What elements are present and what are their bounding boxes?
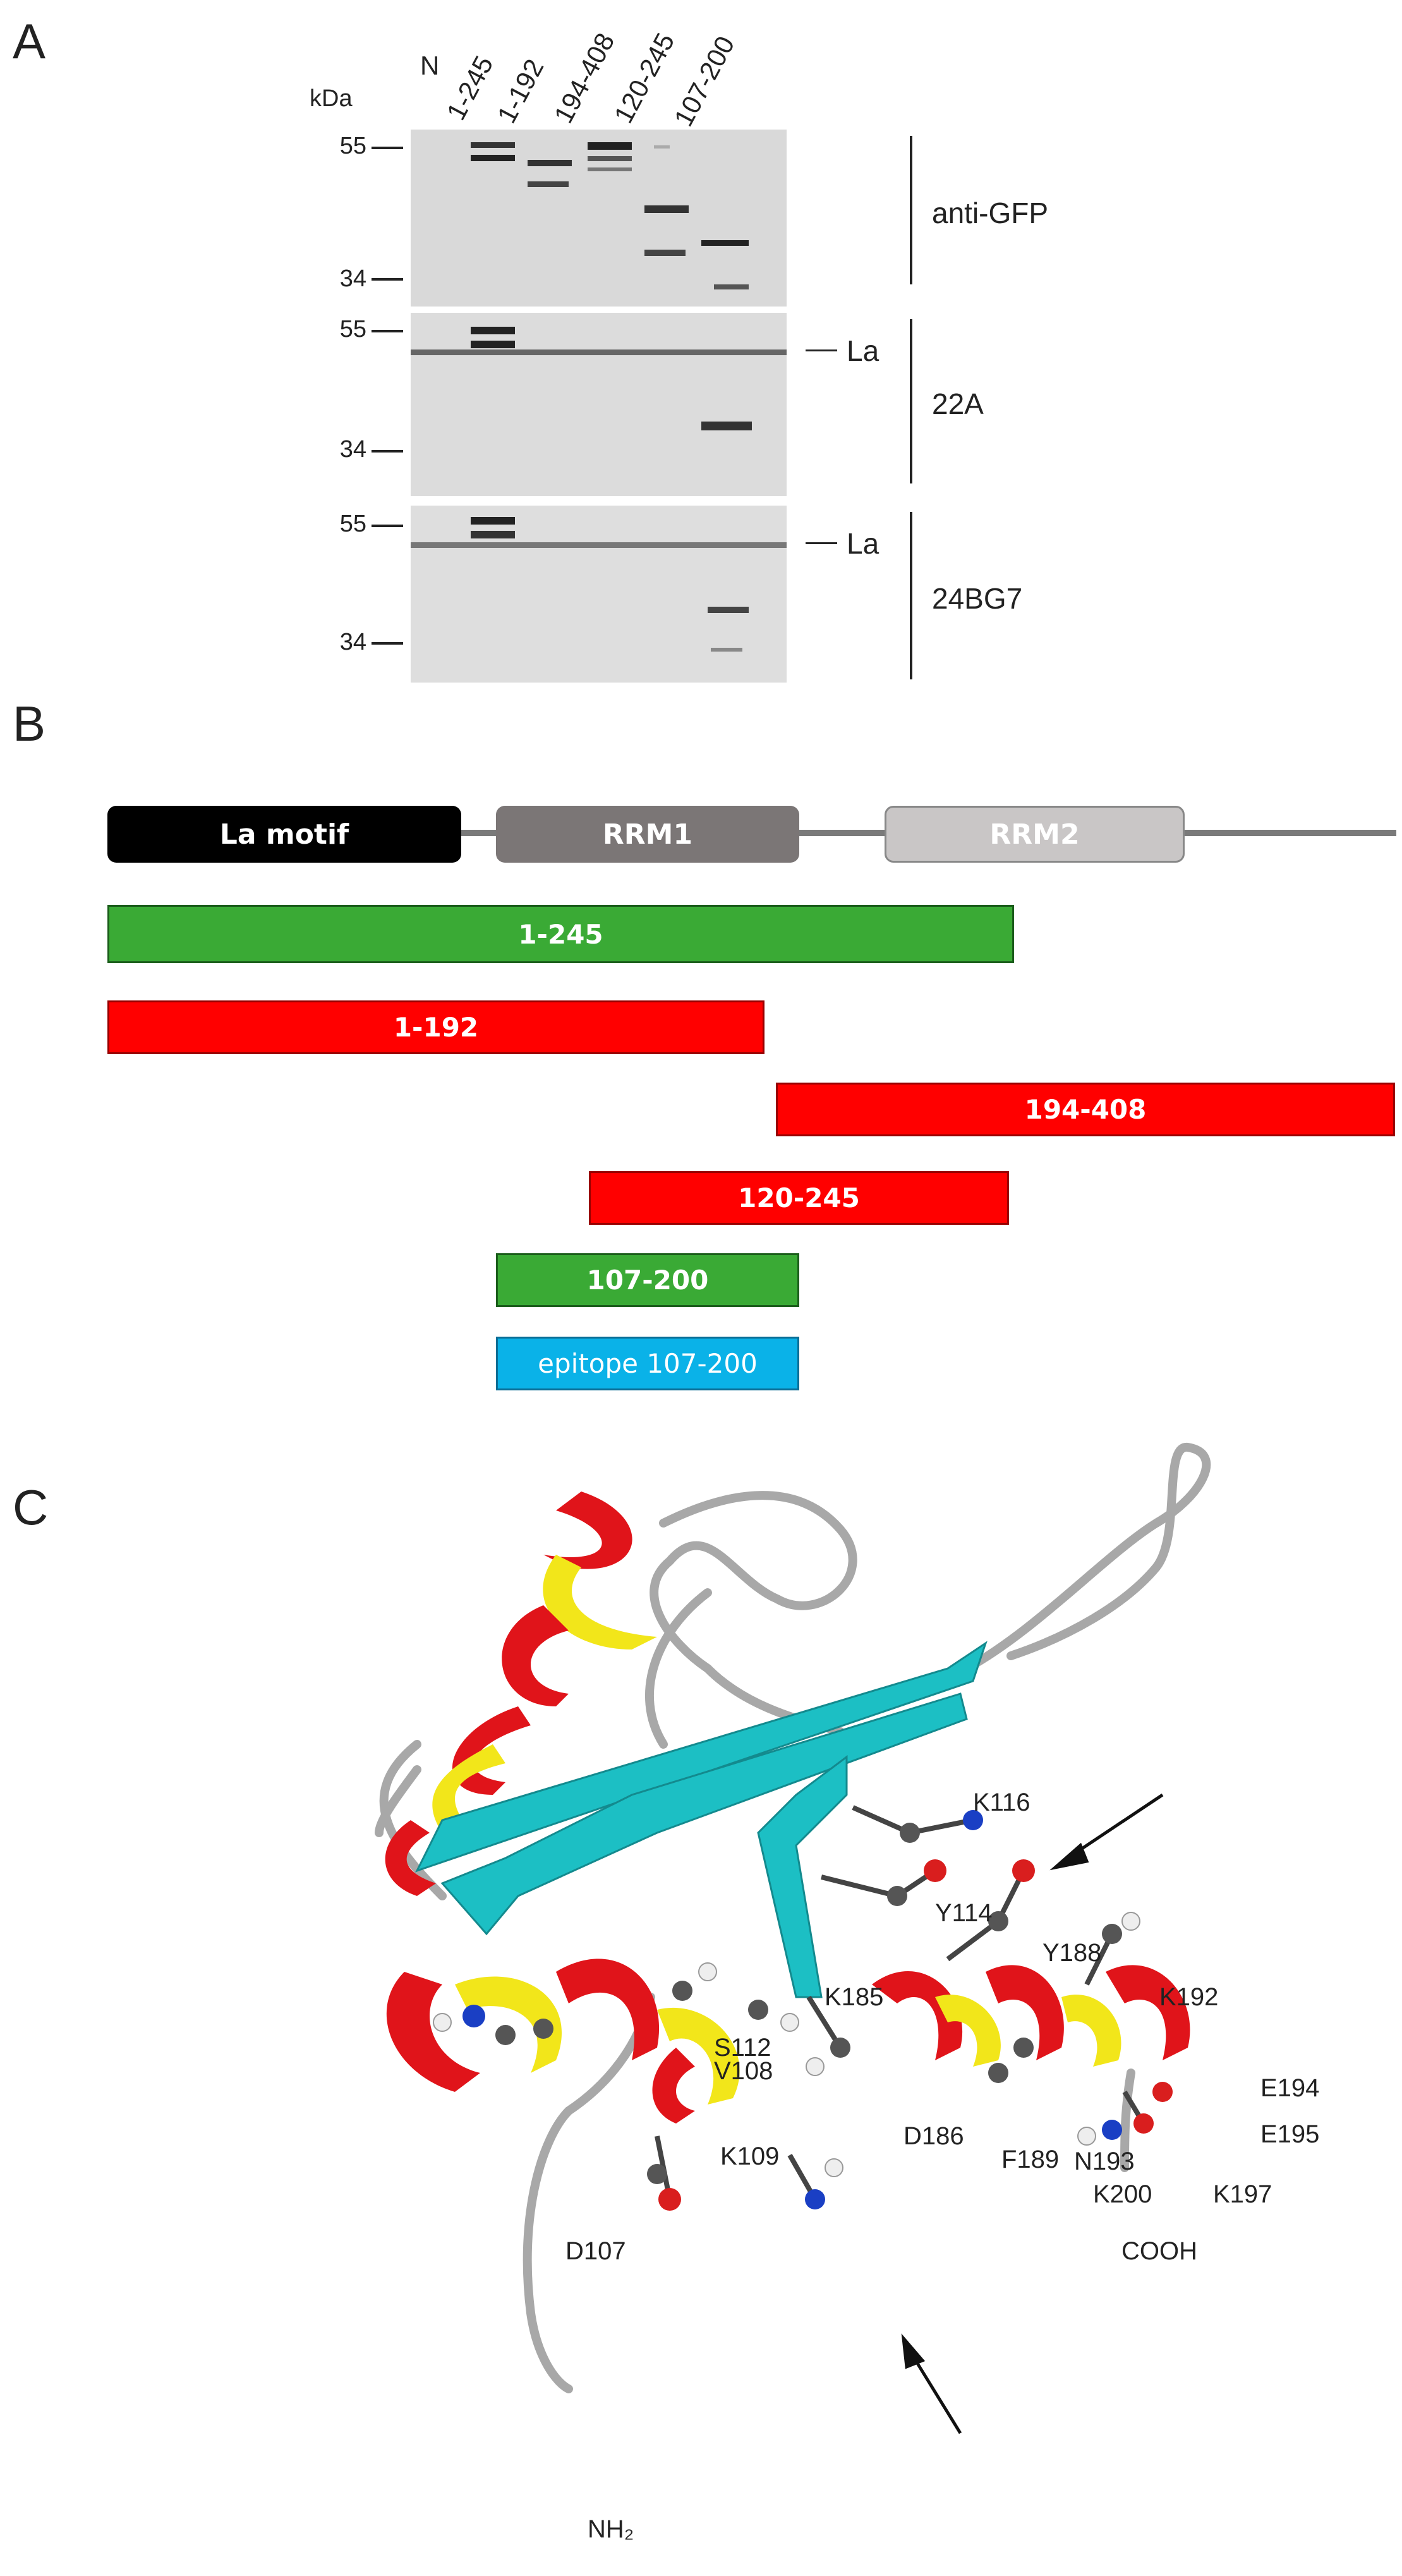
construct-bar-1-192: 1-192 <box>107 1000 764 1054</box>
lane-label-1-192: 1-192 <box>491 54 550 128</box>
divider-22a <box>910 319 912 483</box>
marker-34-blot2: 34 <box>339 436 366 463</box>
construct-bar-1-245: 1-245 <box>107 905 1014 963</box>
marker-34-blot1: 34 <box>339 265 366 292</box>
western-blot-22a <box>411 313 787 496</box>
panel-b-letter: B <box>13 696 46 751</box>
residue-label-y114: Y114 <box>935 1899 993 1927</box>
residue-label-k116: K116 <box>973 1789 1030 1816</box>
residue-label-k197: K197 <box>1213 2180 1272 2208</box>
marker-tick <box>372 330 403 332</box>
la-pointer-22a <box>806 349 837 351</box>
antibody-label-22a: 22A <box>932 387 984 420</box>
construct-bar-194-408: 194-408 <box>776 1083 1395 1136</box>
domain-la-motif: La motif <box>107 806 461 863</box>
domain-rrm1: RRM1 <box>496 806 799 863</box>
residue-label-y188: Y188 <box>1042 1939 1102 1967</box>
lane-label-n: N <box>420 51 440 80</box>
residue-label-nh2: NH₂ <box>588 2515 634 2543</box>
western-blot-24bg7 <box>411 506 787 683</box>
divider-anti-gfp <box>910 136 912 284</box>
residue-label-k192: K192 <box>1159 1983 1219 2011</box>
marker-tick <box>372 278 403 281</box>
marker-34-blot3: 34 <box>339 629 366 655</box>
kda-label: kDa <box>310 85 353 112</box>
panel-c-letter: C <box>13 1479 49 1535</box>
construct-bar-epitope-107-200: epitope 107-200 <box>496 1337 799 1390</box>
marker-55-blot2: 55 <box>339 316 366 343</box>
residue-label-k185: K185 <box>825 1983 884 2011</box>
la-label-24bg7: La <box>847 527 879 560</box>
construct-bar-107-200: 107-200 <box>496 1253 799 1307</box>
blot-bands <box>471 142 749 289</box>
residue-label-cooh: COOH <box>1121 2237 1197 2265</box>
antibody-label-anti-gfp: anti-GFP <box>932 197 1049 229</box>
marker-55-blot3: 55 <box>339 511 366 537</box>
domain-rrm2: RRM2 <box>885 806 1185 863</box>
residue-label-v108: V108 <box>714 2057 773 2085</box>
marker-tick <box>372 147 403 149</box>
residue-label-f189: F189 <box>1001 2146 1060 2173</box>
divider-24bg7 <box>910 512 912 679</box>
residue-label-n193: N193 <box>1074 2148 1135 2175</box>
lane-label-107-200: 107-200 <box>668 31 740 131</box>
marker-55-blot1: 55 <box>339 133 366 159</box>
protein-structure-ribbon <box>375 1443 1211 2434</box>
la-label-22a: La <box>847 334 879 367</box>
marker-tick <box>372 642 403 645</box>
blot-bands <box>411 517 787 652</box>
western-blot-anti-gfp <box>411 130 787 307</box>
residue-label-e194: E194 <box>1260 2074 1320 2102</box>
blot-bands <box>411 327 787 430</box>
marker-tick <box>372 525 403 527</box>
residue-label-k200: K200 <box>1093 2180 1152 2208</box>
residue-label-k109: K109 <box>720 2142 780 2170</box>
residue-label-e195: E195 <box>1260 2120 1320 2148</box>
la-pointer-24bg7 <box>806 542 837 544</box>
antibody-label-24bg7: 24BG7 <box>932 582 1023 615</box>
marker-tick <box>372 450 403 453</box>
panel-a-letter: A <box>13 13 46 69</box>
construct-bar-120-245: 120-245 <box>589 1171 1009 1225</box>
residue-label-d107: D107 <box>565 2237 626 2265</box>
residue-label-s112: S112 <box>714 2034 771 2062</box>
residue-label-d186: D186 <box>903 2122 964 2150</box>
